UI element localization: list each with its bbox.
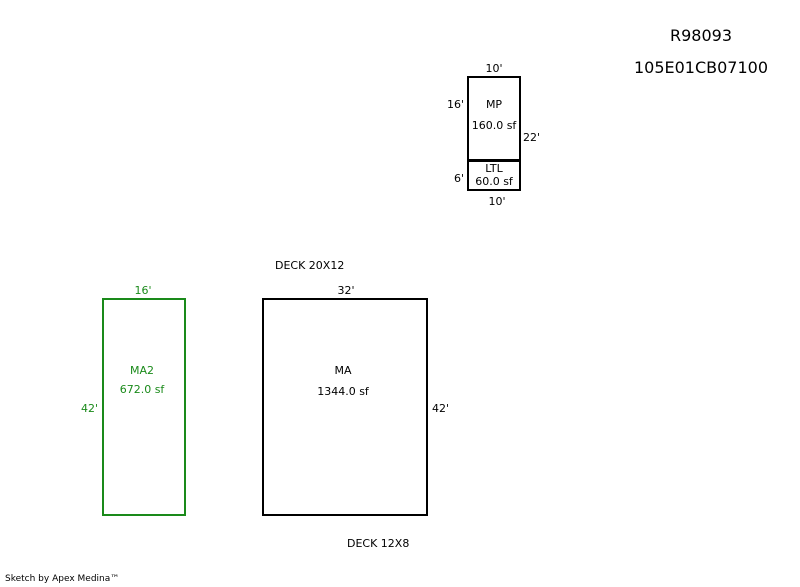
deck-note-2: DECK 12X8: [347, 537, 410, 550]
ma2-left-dim: 42': [81, 402, 99, 415]
mp-right-dim: 22': [523, 131, 541, 144]
area-ma: [262, 298, 428, 516]
account-id: 105E01CB07100: [633, 58, 769, 77]
area-ltl: [467, 159, 521, 191]
parcel-id: R98093: [669, 26, 733, 45]
ma2-top-dim: 16': [134, 284, 152, 297]
ma-right-dim: 42': [432, 402, 450, 415]
ma-top-dim: 32': [337, 284, 355, 297]
ma-area: 1344.0 sf: [317, 385, 369, 398]
mp-top-dim: 10': [485, 62, 503, 75]
ma2-area: 672.0 sf: [119, 383, 165, 396]
footer-credit: Sketch by Apex Medina™: [5, 574, 120, 584]
area-ma2: [102, 298, 186, 516]
ma2-label: MA2: [129, 364, 155, 377]
ltl-left-dim: 6': [454, 172, 465, 185]
ltl-bottom-dim: 10': [488, 195, 506, 208]
mp-left-dim: 16': [447, 98, 465, 111]
mp-label: MP: [485, 98, 503, 111]
deck-note-1: DECK 20X12: [275, 259, 345, 272]
ltl-label: LTL: [485, 162, 503, 175]
ma-label: MA: [334, 364, 352, 377]
mp-area: 160.0 sf: [471, 119, 517, 132]
area-mp: [467, 76, 521, 162]
ltl-area: 60.0 sf: [475, 175, 513, 188]
